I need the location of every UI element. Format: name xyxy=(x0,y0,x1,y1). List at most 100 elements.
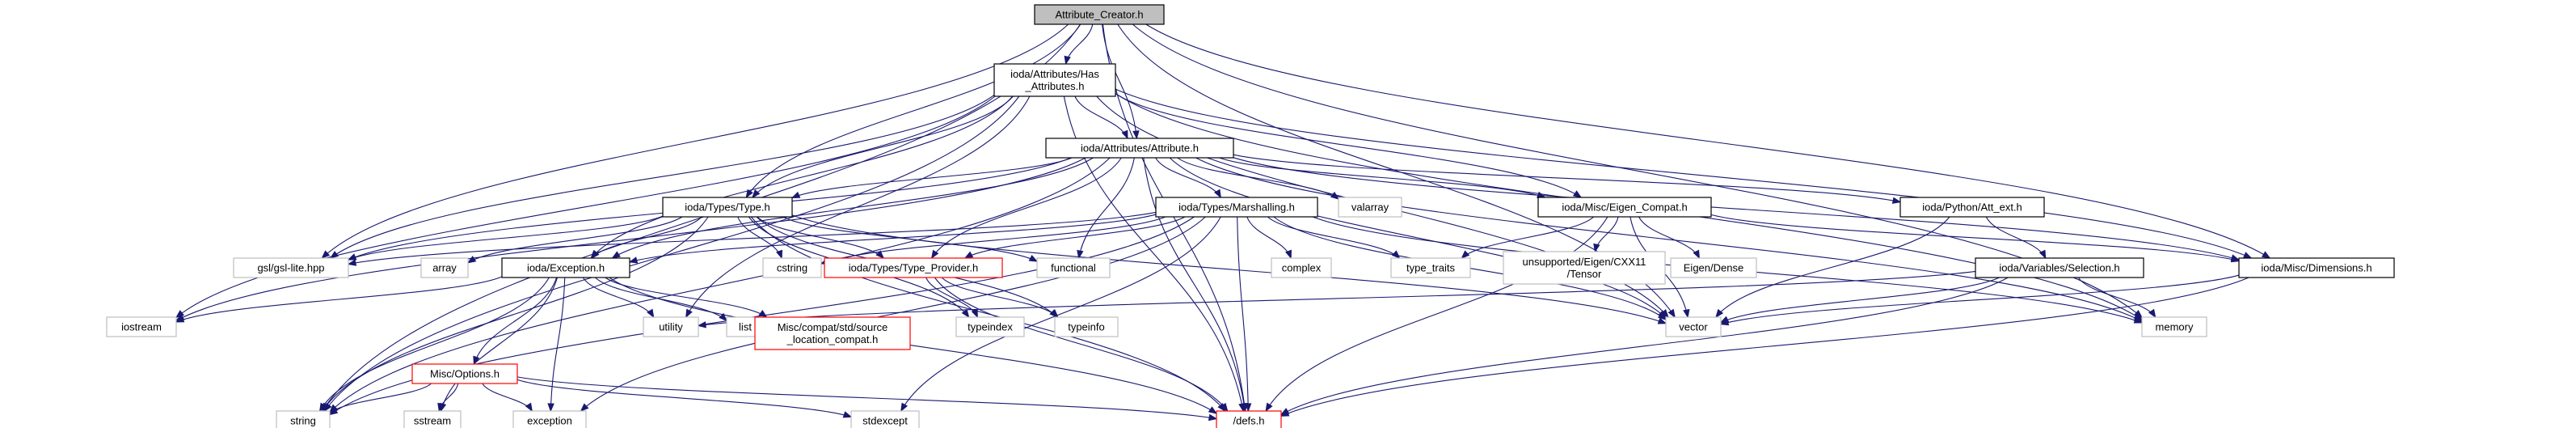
node-label-array-0: array xyxy=(432,262,457,274)
node-label-string-0: string xyxy=(290,415,316,427)
node-box-has_attributes xyxy=(993,63,1116,97)
edge-attribute-to-eigen_compat xyxy=(1219,157,1545,198)
edge-eigen_compat-to-dimensions xyxy=(1710,214,2240,262)
arrowhead-type-to-type_provider xyxy=(875,250,885,259)
arrowhead-exception_h-to-iostream xyxy=(175,316,185,323)
node-type_provider[interactable]: ioda/Types/Type_Provider.h xyxy=(824,257,1003,278)
node-label-marshalling-0: ioda/Types/Marshalling.h xyxy=(1178,201,1295,214)
node-box-dimensions xyxy=(2238,257,2395,278)
edge-marshalling-to-exception xyxy=(580,216,1206,412)
edge-has_attributes-to-gsl_lite xyxy=(330,94,995,259)
node-label-stdexcept-0: stdexcept xyxy=(862,415,908,427)
node-marshalling[interactable]: ioda/Types/Marshalling.h xyxy=(1155,197,1318,218)
edge-attribute-to-exception_h xyxy=(612,157,1094,259)
arrowhead-selection-to-utility xyxy=(697,321,706,328)
edge-attribute-to-string xyxy=(329,157,1111,413)
node-box-exception xyxy=(512,410,587,428)
arrowhead-eigen_compat-to-vector xyxy=(1683,308,1690,319)
node-label-exception-0: exception xyxy=(527,415,572,427)
node-box-att_ext xyxy=(1899,197,2045,218)
edge-marshalling-to-cstring xyxy=(820,216,1166,265)
edge-attribute-to-type_provider xyxy=(931,157,1122,259)
edge-attribute_creator-to-type xyxy=(745,23,1081,198)
node-att_ext[interactable]: ioda/Python/Att_ext.h xyxy=(1899,197,2045,218)
edge-marshalling-to-defs xyxy=(1237,216,1249,412)
arrowhead-eigen_compat-to-eigen_dense xyxy=(1693,249,1701,260)
node-complex: complex xyxy=(1271,257,1332,278)
node-label-source_location-0: Misc/compat/std/source xyxy=(778,321,888,333)
node-box-options xyxy=(411,363,518,384)
node-box-complex xyxy=(1271,257,1332,278)
arrowhead-attribute-to-functional xyxy=(1077,249,1084,260)
node-label-type_provider-0: ioda/Types/Type_Provider.h xyxy=(849,262,978,274)
edge-att_ext-to-vector xyxy=(1715,216,1950,318)
arrowhead-marshalling-to-type_traits xyxy=(1391,250,1401,259)
node-eigen_compat[interactable]: ioda/Misc/Eigen_Compat.h xyxy=(1537,197,1712,218)
node-label-eigen_dense-0: Eigen/Dense xyxy=(1684,262,1743,274)
arrowhead-options-to-defs xyxy=(1208,413,1218,422)
arrowhead-type_provider-to-defs xyxy=(1220,402,1229,413)
edge-selection-to-defs xyxy=(1280,277,2009,415)
node-label-options-0: Misc/Options.h xyxy=(430,368,500,380)
edge-options-to-defs xyxy=(516,376,1217,420)
edge-type_provider-to-typeinfo xyxy=(941,277,1059,318)
node-type[interactable]: ioda/Types/Type.h xyxy=(662,197,793,218)
node-stdexcept: stdexcept xyxy=(850,410,920,428)
edge-eigen_compat-to-defs xyxy=(1265,216,1608,412)
edge-type_provider-to-defs xyxy=(934,277,1229,412)
node-utility: utility xyxy=(643,316,699,337)
node-box-gsl_lite xyxy=(233,257,349,278)
arrowhead-exception_h-to-list xyxy=(719,312,727,322)
node-cstring: cstring xyxy=(762,257,822,278)
node-exception_h[interactable]: ioda/Exception.h xyxy=(501,257,630,278)
arrowhead-has_attributes-to-utility xyxy=(685,308,693,319)
node-label-has_attributes-1: _Attributes.h xyxy=(1025,80,1085,92)
node-attribute_creator[interactable]: Attribute_Creator.h xyxy=(1034,4,1165,25)
arrowhead-type-to-cstring xyxy=(776,249,783,260)
edge-has_attributes-to-exception_h xyxy=(590,95,1014,259)
node-options[interactable]: Misc/Options.h xyxy=(411,363,518,384)
node-label-complex-0: complex xyxy=(1282,262,1322,274)
arrowhead-attribute-to-type xyxy=(791,191,801,199)
edge-type-to-string xyxy=(322,216,709,412)
edge-selection-to-utility xyxy=(698,270,1976,327)
node-has_attributes[interactable]: ioda/Attributes/Has_Attributes.h xyxy=(993,63,1116,97)
node-type_traits: type_traits xyxy=(1390,257,1471,278)
arrowhead-type-to-functional xyxy=(1028,254,1039,262)
node-box-iostream xyxy=(106,316,177,337)
node-label-gsl_lite-0: gsl/gsl-lite.hpp xyxy=(257,262,324,274)
arrowhead-eigen_compat-to-type_traits xyxy=(1461,250,1470,259)
arrowhead-options-to-string xyxy=(328,405,338,414)
arrowhead-type_provider-to-typeindex xyxy=(971,308,978,319)
arrowhead-att_ext-to-selection xyxy=(2038,249,2047,260)
edge-attribute-to-type xyxy=(791,157,1073,199)
node-selection[interactable]: ioda/Variables/Selection.h xyxy=(1975,257,2144,278)
node-vector: vector xyxy=(1665,316,1722,337)
arrowhead-marshalling-to-stdexcept xyxy=(900,402,909,413)
arrowhead-attribute-to-exception_h xyxy=(611,251,621,259)
edge-marshalling-to-type_provider xyxy=(964,216,1186,259)
edge-attribute-to-att_ext xyxy=(1233,154,1901,203)
node-label-exception_h-0: ioda/Exception.h xyxy=(527,262,605,274)
node-box-type_traits xyxy=(1390,257,1471,278)
node-label-cstring-0: cstring xyxy=(777,262,807,274)
node-attribute[interactable]: ioda/Attributes/Attribute.h xyxy=(1045,138,1234,159)
arrowhead-marshalling-to-gsl_lite xyxy=(347,259,357,266)
node-dimensions[interactable]: ioda/Misc/Dimensions.h xyxy=(2238,257,2395,278)
edge-selection-to-vector xyxy=(1720,277,2000,324)
node-label-sstream-0: sstream xyxy=(414,415,451,427)
edge-exception_h-to-defs xyxy=(609,277,1217,414)
node-valarray: valarray xyxy=(1338,197,1402,218)
node-defs[interactable]: /defs.h xyxy=(1216,410,1282,428)
node-label-type_traits-0: type_traits xyxy=(1406,262,1455,274)
edge-exception_h-to-sstream xyxy=(440,277,559,412)
node-box-memory xyxy=(2141,316,2207,337)
node-box-string xyxy=(276,410,331,428)
edge-exception_h-to-iostream xyxy=(175,276,503,323)
node-box-valarray xyxy=(1338,197,1402,218)
arrowhead-attribute-to-att_ext xyxy=(1891,197,1902,204)
node-source_location[interactable]: Misc/compat/std/source_location_compat.h xyxy=(754,316,911,350)
node-label-att_ext-0: ioda/Python/Att_ext.h xyxy=(1922,201,2022,214)
arrowhead-has_attributes-to-attribute xyxy=(1121,129,1128,140)
node-box-typeinfo xyxy=(1054,316,1119,337)
